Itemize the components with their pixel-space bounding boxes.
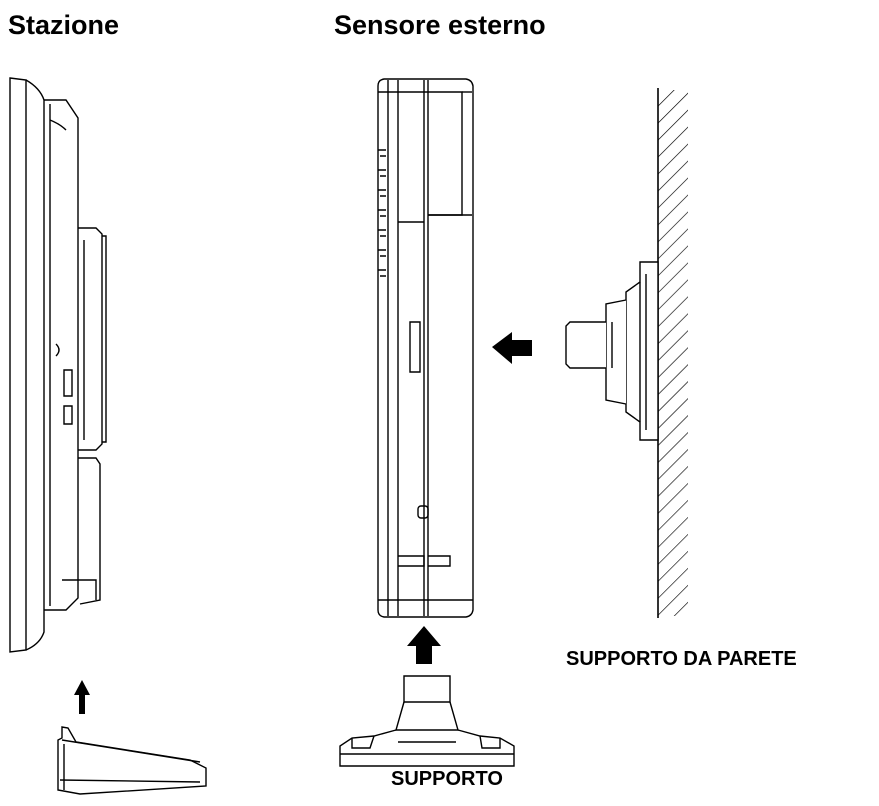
sensor-arrow-up-icon: [407, 626, 441, 664]
sensor-side-view: [377, 78, 474, 618]
station-stand: [57, 726, 207, 795]
sensor-heading: Sensore esterno: [334, 10, 546, 40]
station-side-view: [9, 77, 107, 653]
sensor-arrow-left-icon: [492, 332, 532, 364]
station-arrow-up-icon: [74, 680, 90, 714]
wall-bracket-label: SUPPORTO DA PARETE: [566, 648, 797, 670]
station-heading: Stazione: [8, 10, 120, 40]
wall: [657, 88, 698, 618]
wall-bracket: [565, 261, 659, 441]
stand-label: SUPPORTO: [391, 768, 503, 790]
sensor-stand: [339, 675, 515, 767]
